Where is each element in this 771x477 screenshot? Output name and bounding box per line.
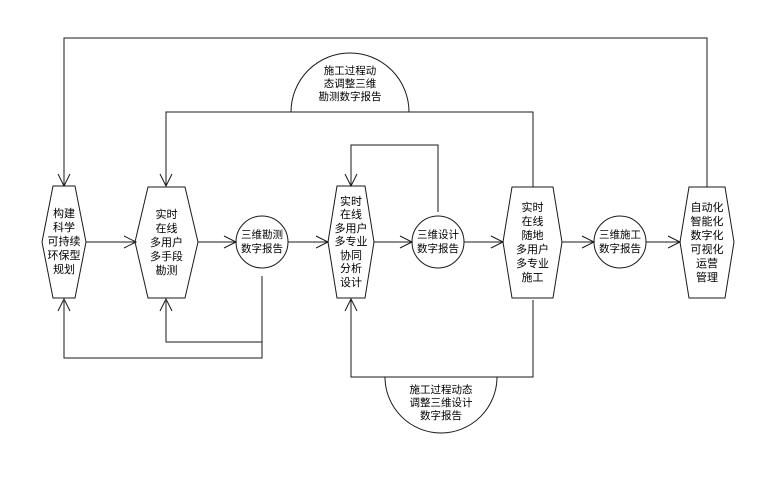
node-design-line: 分析 [340, 262, 362, 276]
node-design-shape [327, 185, 375, 299]
arrow-design-report [399, 235, 414, 249]
arrow-into-design-top [344, 173, 358, 188]
node-survey-report-line: 三维勘测 [241, 229, 283, 241]
node-survey-line: 在线 [155, 221, 178, 235]
node-design: 实时 在线 多用户 多专业 协同 分析 设计 [329, 186, 373, 298]
arrow-survey-report [223, 235, 238, 249]
feedback-top-line: 勘测数字报告 [318, 90, 382, 103]
node-design-line: 多专业 [334, 235, 368, 249]
node-operate-line: 智能化 [690, 214, 724, 228]
node-construct: 实时 在线 随地 多用户 多专业 施工 [504, 187, 561, 298]
arrowheads [57, 173, 682, 312]
node-survey-line: 多手段 [150, 249, 183, 263]
node-survey-report: 三维勘测 数字报告 [234, 216, 290, 268]
node-construct-line: 在线 [521, 214, 544, 228]
node-plan-line: 环保型 [47, 249, 81, 262]
feedback-top-shape [290, 52, 410, 113]
node-survey-shape [134, 186, 199, 299]
arrow-construct-report [581, 235, 596, 249]
node-construct-report: 三维施工 数字报告 [592, 216, 648, 268]
node-survey-line: 实时 [155, 207, 178, 221]
node-survey-report-line: 数字报告 [241, 243, 283, 255]
arrow-into-design-bottom [344, 297, 358, 312]
node-design-line: 实时 [340, 194, 362, 208]
node-construct-report-line: 数字报告 [599, 243, 641, 255]
arrow-report-construct [490, 235, 505, 249]
node-survey-line: 多用户 [150, 235, 183, 249]
node-design-line: 协同 [340, 248, 362, 262]
node-plan-shape [41, 185, 87, 299]
arrow-plan-survey [123, 235, 138, 249]
node-construct-line: 实时 [521, 200, 544, 214]
node-construct-shape [502, 186, 563, 299]
node-plan-line: 构建 [53, 207, 75, 220]
arrow-into-plan-bottom [57, 297, 71, 312]
loop-design-report-to-design [350, 144, 439, 212]
node-survey: 实时 在线 多用户 多手段 勘测 [138, 187, 195, 298]
node-construct-line: 多专业 [516, 256, 549, 270]
feedback-top-line: 施工过程动 [323, 64, 377, 77]
node-design-report-line: 数字报告 [417, 243, 459, 255]
feedback-bottom-shape [384, 376, 498, 434]
loop-survey-report-to-survey [165, 301, 262, 343]
loop-construct-to-design [350, 300, 534, 378]
node-operate-line: 自动化 [690, 200, 724, 214]
node-operate: 自动化 智能化 数字化 可视化 运营 管理 [681, 187, 733, 298]
arrow-report-design [315, 235, 330, 249]
node-design-line: 在线 [340, 208, 362, 222]
feedback-bottom: 施工过程动态 调整三维设计 数字报告 [391, 379, 491, 427]
node-design-line: 多用户 [334, 221, 368, 235]
loop-construct-to-survey [165, 111, 534, 187]
node-design-report: 三维设计 数字报告 [410, 216, 466, 268]
node-construct-line: 多用户 [516, 242, 549, 256]
arrow-report-operate [667, 235, 682, 249]
loop-survey-report-to-plan [63, 276, 263, 359]
node-design-line: 设计 [340, 275, 362, 289]
node-survey-line: 勘测 [155, 263, 178, 277]
arrow-into-survey-bottom [159, 297, 173, 312]
node-operate-line: 数字化 [690, 228, 724, 242]
arrow-into-plan-top [57, 173, 71, 188]
node-plan: 构建 科学 可持续 环保型 规划 [44, 186, 84, 298]
node-operate-line: 管理 [696, 270, 718, 284]
node-operate-line: 运营 [696, 256, 718, 270]
node-plan-line: 科学 [53, 221, 75, 234]
feedback-bottom-line: 调整三维设计 [409, 396, 473, 409]
node-operate-shape [679, 186, 735, 299]
arrow-into-survey-top [159, 173, 173, 188]
feedback-bottom-line: 数字报告 [420, 409, 462, 422]
node-operate-line: 可视化 [690, 242, 724, 256]
feedback-top: 施工过程动 态调整三维 勘测数字报告 [300, 58, 400, 110]
node-plan-line: 可持续 [47, 235, 81, 248]
node-design-report-line: 三维设计 [417, 229, 459, 241]
node-construct-line: 随地 [521, 228, 544, 242]
node-plan-line: 规划 [53, 263, 75, 276]
node-construct-report-line: 三维施工 [599, 229, 641, 241]
node-construct-line: 施工 [521, 270, 544, 284]
feedback-bottom-line: 施工过程动态 [409, 383, 473, 396]
feedback-top-line: 态调整三维 [323, 77, 377, 90]
loop-operate-to-plan [63, 37, 708, 187]
